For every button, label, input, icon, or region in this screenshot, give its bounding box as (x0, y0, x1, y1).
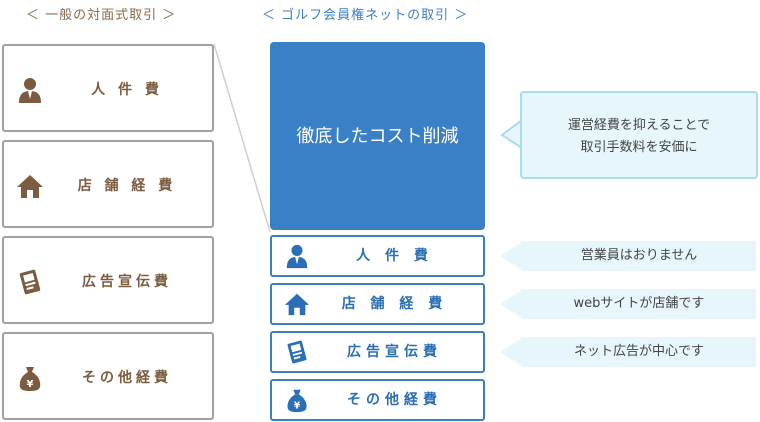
general-item-label: 人 件 費 (91, 82, 163, 98)
net-item-label: 店 舗 経 費 (341, 296, 448, 312)
yen-bag-icon: ¥ (19, 367, 41, 391)
general-transaction-heading: ＜ 一般の対面式取引 ＞ (26, 8, 177, 23)
person-icon (286, 244, 308, 269)
svg-text:¥: ¥ (294, 400, 301, 411)
net-item-label: その他経費 (347, 392, 442, 408)
svg-text:¥: ¥ (27, 379, 34, 390)
cost-reduction-text: 徹底したコスト削減 (296, 126, 459, 147)
general-item-label: 広告宣伝費 (82, 274, 172, 290)
net-item-store: 店 舗 経 費 (270, 283, 485, 325)
general-item-other: ¥ その他経費 (2, 332, 214, 420)
yen-bag-icon: ¥ (287, 389, 307, 413)
house-icon (284, 293, 310, 316)
house-icon (17, 175, 43, 198)
general-item-store: 店 舗 経 費 (2, 140, 214, 228)
net-transaction-heading: ＜ ゴルフ会員権ネットの取引 ＞ (262, 8, 469, 23)
net-item-personnel: 人 件 費 (270, 235, 485, 277)
general-item-personnel: 人 件 費 (2, 44, 214, 132)
note-personnel: 営業員はおりません (522, 241, 756, 271)
ad-flyer-icon (19, 269, 41, 295)
ad-flyer-icon (287, 340, 307, 364)
callout-line-2: 取引手数料を安価に (580, 140, 698, 155)
callout-line-1: 運営経費を抑えることで (567, 118, 711, 133)
net-item-label: 人 件 費 (356, 248, 433, 264)
fee-callout: 運営経費を抑えることで 取引手数料を安価に (520, 91, 758, 179)
net-item-advertising: 広告宣伝費 (270, 331, 485, 373)
note-advertising: ネット広告が中心です (522, 337, 756, 367)
general-item-label: その他経費 (82, 370, 172, 386)
net-item-label: 広告宣伝費 (347, 344, 442, 360)
cost-reduction-box: 徹底したコスト削減 (270, 42, 485, 230)
general-item-advertising: 広告宣伝費 (2, 236, 214, 324)
note-pointers (500, 242, 522, 366)
note-store: webサイトが店舗です (522, 289, 756, 319)
person-icon (19, 78, 41, 103)
net-item-other: ¥ その他経費 (270, 379, 485, 421)
general-item-label: 店 舗 経 費 (77, 178, 177, 194)
